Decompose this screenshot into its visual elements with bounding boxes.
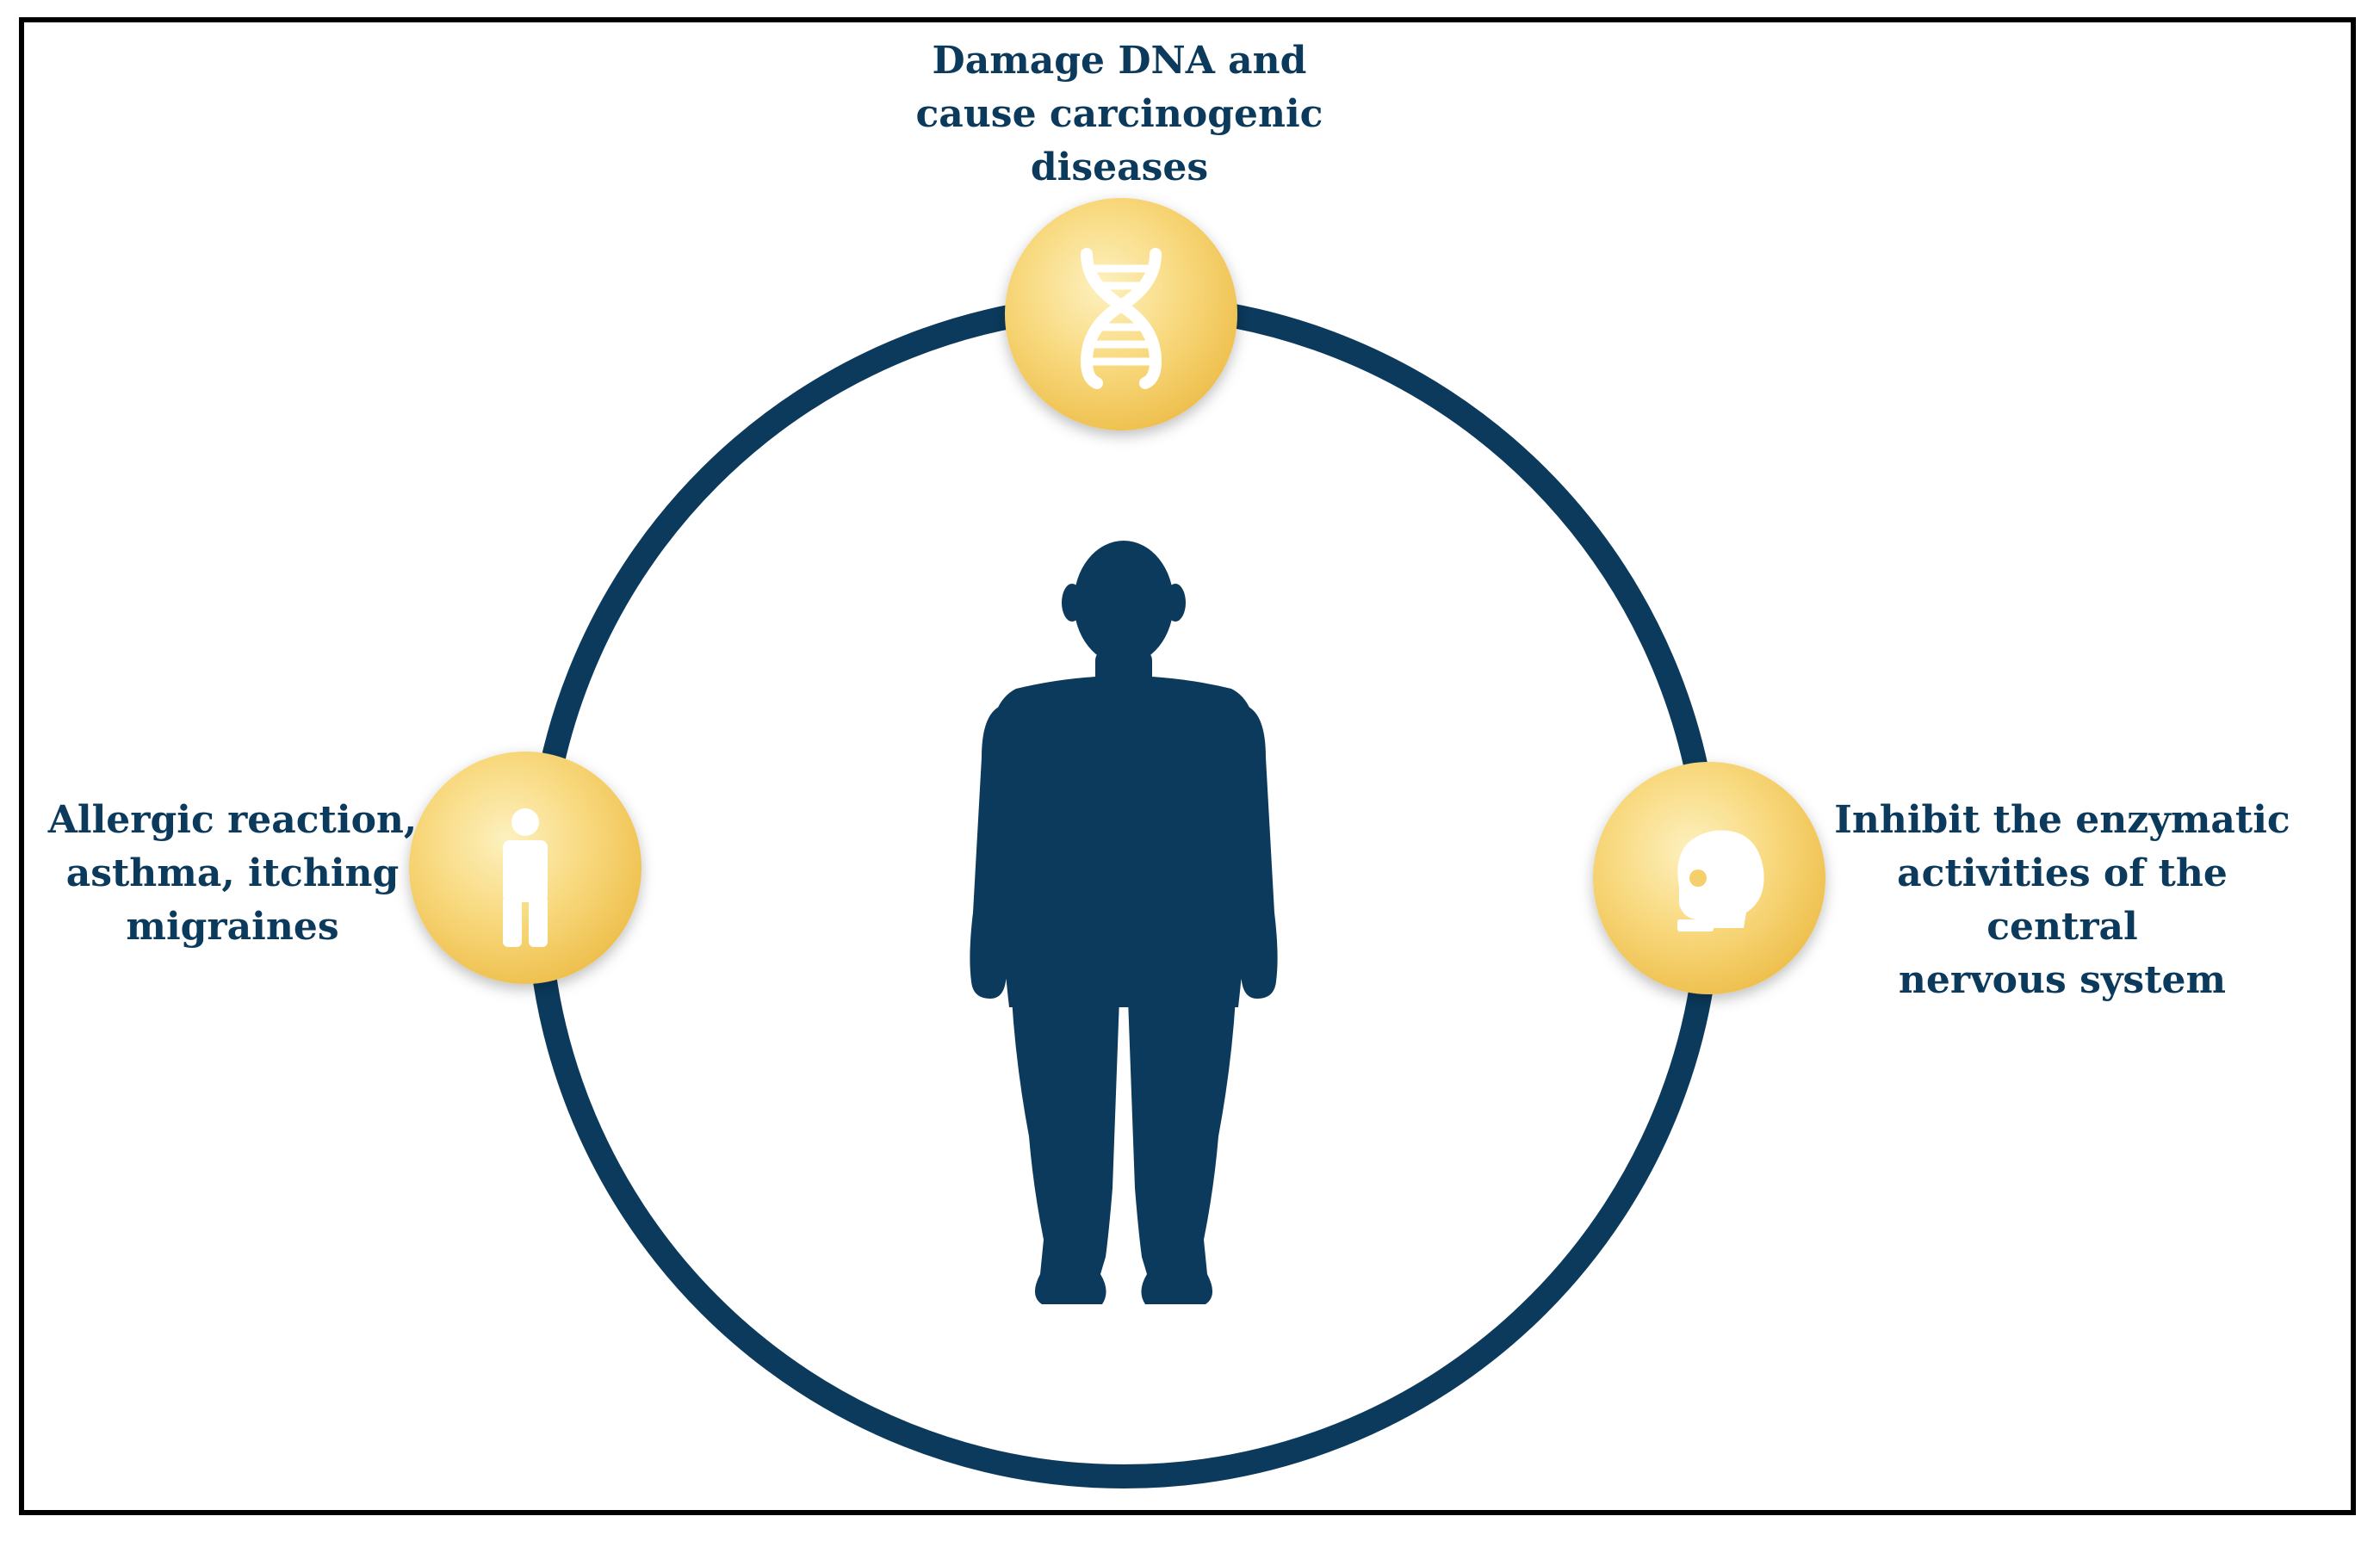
human-body-icon	[970, 541, 1278, 1304]
skull-icon	[1677, 830, 1764, 931]
effect-label-left: Allergic reaction, asthma, itching migra…	[47, 798, 418, 949]
effect-label-top: Damage DNA and cause carcinogenic diseas…	[915, 39, 1323, 189]
effect-label-right: Inhibit the enzymatic activities of the …	[1834, 798, 2290, 1002]
node-left	[409, 752, 641, 984]
node-top	[1005, 198, 1237, 430]
node-right	[1593, 762, 1825, 994]
dna-icon	[1080, 248, 1162, 389]
person-icon	[503, 808, 548, 947]
